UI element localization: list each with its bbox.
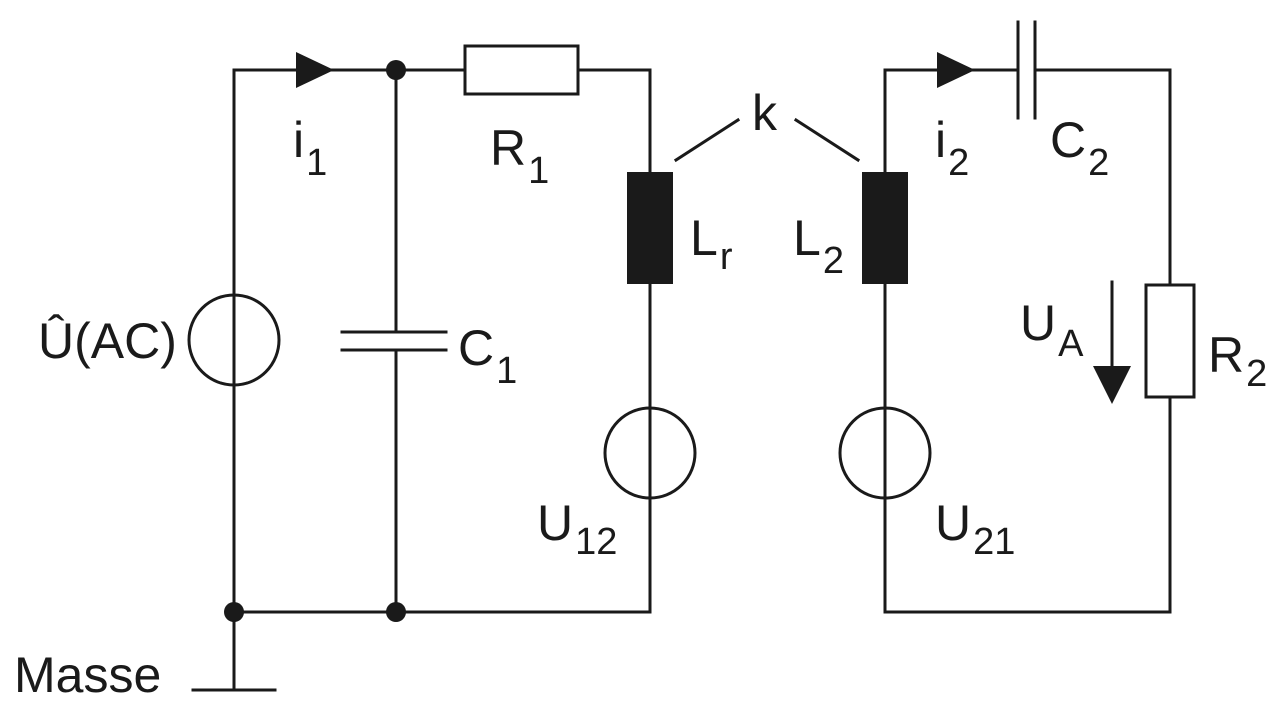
current-arrow-i2: [937, 52, 975, 88]
junction-bottom-middle: [386, 602, 406, 622]
label-i2: i2: [935, 112, 969, 184]
label-u-ac: Û(AC): [38, 313, 177, 369]
label-u12: U12: [537, 495, 617, 563]
label-lr: Lr: [690, 210, 733, 278]
label-ua: UA: [1020, 295, 1084, 365]
label-l2: L2: [793, 210, 844, 282]
voltage-arrow-ua-head: [1093, 366, 1131, 404]
c1-gap: [342, 332, 446, 350]
current-arrow-i1: [296, 52, 334, 88]
label-c2: C2: [1050, 112, 1109, 184]
label-c1: C1: [458, 320, 517, 392]
label-r2: R2: [1208, 327, 1267, 395]
label-k: k: [752, 85, 778, 141]
resistor-r2: [1144, 283, 1196, 399]
label-u21: U21: [935, 495, 1015, 563]
coupling-line-right: [793, 117, 861, 163]
label-r1: R1: [490, 120, 549, 192]
junction-top-primary: [386, 60, 406, 80]
inductor-l2: [862, 172, 908, 284]
coupling-line-left: [673, 117, 741, 163]
label-masse: Masse: [14, 647, 161, 703]
inductor-lr: [627, 172, 673, 284]
resistor-r1: [463, 44, 580, 96]
label-i1: i1: [293, 112, 327, 184]
